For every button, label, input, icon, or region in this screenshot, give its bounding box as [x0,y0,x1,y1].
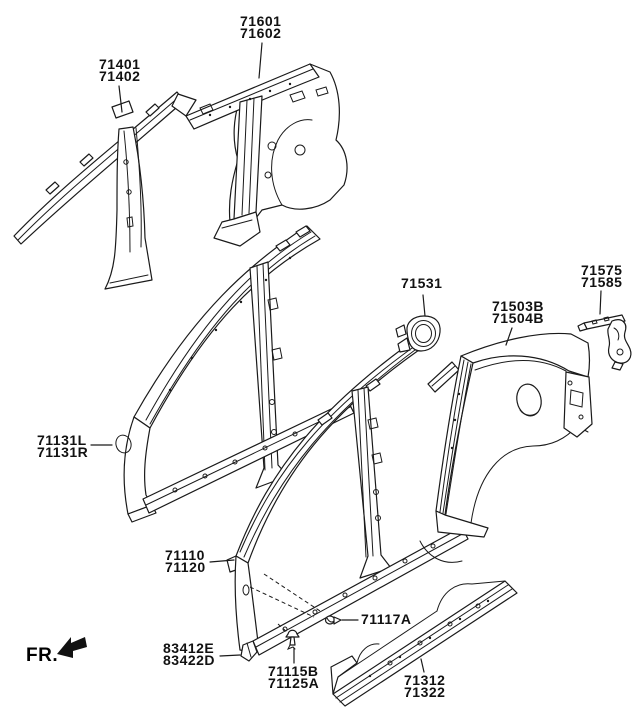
part-drawing-71312 [330,580,518,707]
part-drawing-71503B [435,332,593,538]
part-drawing-71601-71602 [171,63,348,247]
part-drawing-71110 [226,330,469,656]
part-label-71531: 71531 [401,275,443,291]
fr-direction-arrow [57,637,87,658]
part-drawing-71117A-clip [324,615,342,625]
part-drawing-71401-71402 [13,91,185,290]
leader-lines [90,42,602,673]
dashed-locator-lines [249,573,321,634]
fr-label: FR. [26,645,59,666]
part-drawing-71115B-clip [285,629,300,650]
part-drawing-71131 [115,225,364,523]
part-drawing-71575 [577,314,632,371]
part-label-71117A: 71117A [361,611,412,627]
part-drawing-71531 [395,315,441,353]
part-drawing-83412E [240,640,258,662]
